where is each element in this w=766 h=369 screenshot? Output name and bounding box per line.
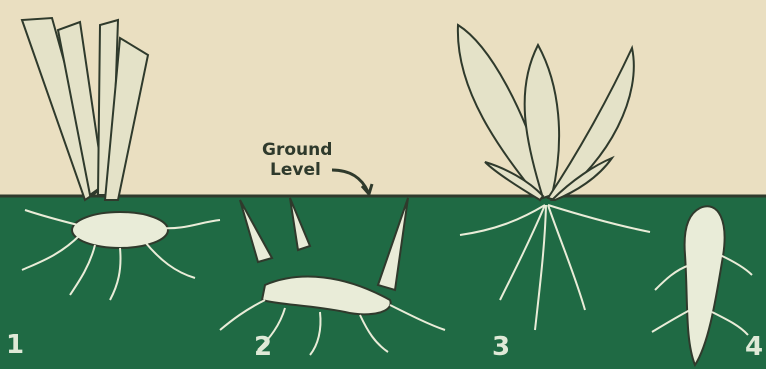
plant-1-rhizome xyxy=(72,212,168,248)
figure-number-2: 2 xyxy=(254,332,272,362)
figure-number-4: 4 xyxy=(745,332,763,362)
ground-level-label: Ground Level xyxy=(262,140,332,180)
ground-level-label-line1: Ground xyxy=(262,140,332,160)
figure-number-3: 3 xyxy=(492,332,510,362)
figure-number-1: 1 xyxy=(6,330,24,360)
ground-level-label-line2: Level xyxy=(262,160,332,180)
